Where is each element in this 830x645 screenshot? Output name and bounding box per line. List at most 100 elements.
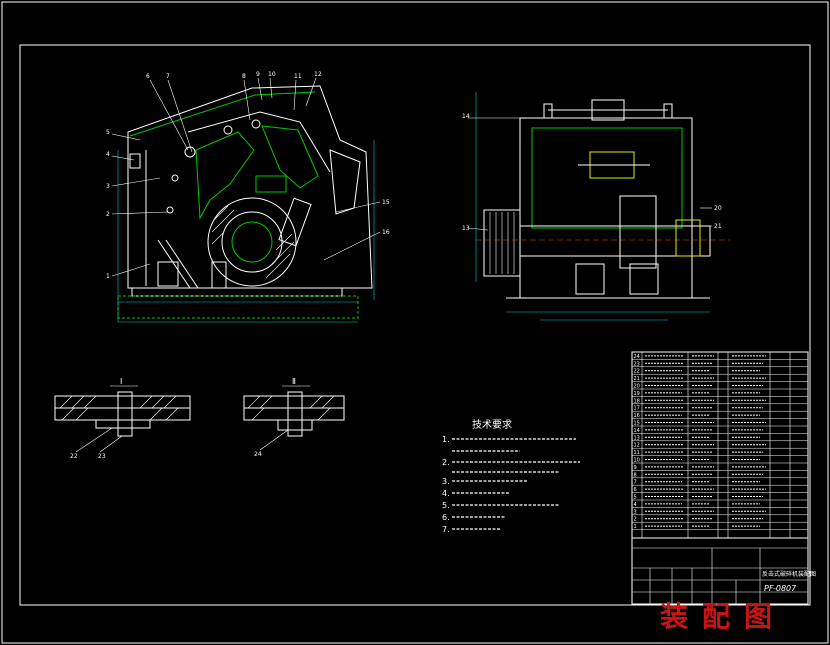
lower-bracket: [157, 261, 179, 287]
right-nut: [277, 419, 313, 431]
tb-product-name: 反击式破碎机装配图: [762, 570, 816, 578]
callout-12: 12: [314, 71, 322, 78]
blow-bar-1: [278, 197, 312, 247]
front-leaders: [111, 77, 381, 277]
leader-23: [99, 435, 123, 453]
lower-curtain: [261, 125, 319, 189]
callout-5: 5: [106, 129, 110, 136]
side-view: 14 13 20 21: [462, 92, 730, 321]
bolt-3: [251, 119, 261, 129]
parts-row-number: 15: [634, 421, 640, 427]
parts-row-number: 1: [634, 524, 637, 530]
callout-20: 20: [714, 205, 722, 212]
bearing-housing: [675, 219, 701, 257]
tech-requirements: 技术要求 1. 2. 3. 4. 5. 6. 7.: [442, 418, 580, 534]
tech-req-item-5: 5.: [442, 501, 450, 510]
parts-row-number: 12: [634, 443, 640, 449]
title-block: 反击式破碎机装配图 PF-0807: [631, 537, 816, 605]
leader-13: [467, 227, 489, 231]
callout-6: 6: [146, 73, 150, 80]
callout-22: 22: [70, 453, 78, 460]
parts-row-number: 14: [634, 428, 640, 434]
rotor-shaft: [231, 221, 273, 263]
callout-8: 8: [242, 73, 246, 80]
main-shaft: [519, 225, 711, 257]
parts-row-number: 22: [634, 369, 640, 375]
tech-req-item-6: 6.: [442, 513, 450, 522]
support-strut-2: [165, 239, 199, 289]
rotor-outer: [207, 197, 297, 287]
parts-row-number: 7: [634, 480, 637, 486]
tech-req-title: 技术要求: [472, 418, 512, 431]
support-block-l: [575, 263, 605, 295]
tech-req-scribble: [452, 438, 580, 530]
tb-drawing-number: PF-0807: [764, 584, 797, 593]
callout-14: 14: [462, 113, 470, 120]
callout-13: 13: [462, 225, 470, 232]
detail-label-left: Ⅰ: [120, 377, 122, 386]
parts-row-number: 2: [634, 517, 637, 523]
top-rod-cap-l: [543, 103, 553, 119]
detail-view-left: Ⅰ 22 23: [54, 377, 191, 460]
base-frame: [131, 287, 343, 297]
rotor-body: [619, 195, 657, 269]
left-bolt: [117, 391, 133, 437]
parts-row-number: 11: [634, 450, 640, 456]
left-nut: [95, 419, 151, 429]
upper-curtain: [195, 131, 255, 220]
rotor-hatch: [211, 205, 295, 279]
tech-req-item-1: 1.: [442, 435, 450, 444]
leader-22: [75, 427, 113, 453]
left-detail-hatch: [59, 395, 179, 421]
right-detail-hatch: [247, 395, 335, 421]
parts-row-number: 3: [634, 509, 637, 515]
callout-21: 21: [714, 223, 722, 230]
tech-req-item-7: 7.: [442, 525, 450, 534]
callout-2: 2: [106, 211, 110, 218]
callout-23: 23: [98, 453, 106, 460]
front-view: 6 7 8 9 10 11 12 5 4 3 2 1 15 16: [106, 71, 390, 323]
side-housing: [519, 117, 693, 299]
bolt-2: [223, 125, 233, 135]
tech-req-item-2: 2.: [442, 458, 450, 467]
support-block-r: [629, 263, 659, 295]
inner-frame: [19, 44, 811, 606]
right-bolt: [287, 391, 303, 437]
support-strut: [157, 239, 191, 289]
rotor-hub: [221, 211, 283, 273]
parts-row-number: 23: [634, 361, 640, 367]
tech-req-item-4: 4.: [442, 489, 450, 498]
detail-label-right: Ⅱ: [292, 377, 296, 386]
bolt-5: [166, 206, 174, 214]
parts-row-number: 9: [634, 465, 637, 471]
parts-row-number: 24: [634, 354, 640, 360]
callout-11: 11: [294, 73, 302, 80]
blow-bar-2: [211, 261, 227, 289]
left-plate-bottom: [54, 407, 191, 421]
right-plate-bottom: [243, 407, 345, 421]
side-upper-panel: [531, 127, 683, 229]
rear-plate: [329, 149, 361, 215]
callout-10: 10: [268, 71, 276, 78]
parts-row-number: 20: [634, 384, 640, 390]
bolt-1: [184, 146, 196, 158]
parts-row-number: 13: [634, 435, 640, 441]
foundation-outline: [117, 295, 359, 319]
parts-row-number: 6: [634, 487, 637, 493]
right-plate-top: [243, 395, 345, 409]
title-block-frame: [631, 537, 809, 605]
detail-view-right: Ⅱ 24: [243, 377, 345, 458]
side-bracket: [129, 153, 141, 169]
impact-plate: [187, 111, 331, 173]
parts-row-number: 17: [634, 406, 640, 412]
tech-req-item-3: 3.: [442, 477, 450, 486]
parts-row-number: 19: [634, 391, 640, 397]
parts-row-number: 21: [634, 376, 640, 382]
parts-row-number: 10: [634, 458, 640, 464]
top-rod-cap-r: [663, 103, 673, 119]
callout-9: 9: [256, 71, 260, 78]
callout-4: 4: [106, 151, 110, 158]
